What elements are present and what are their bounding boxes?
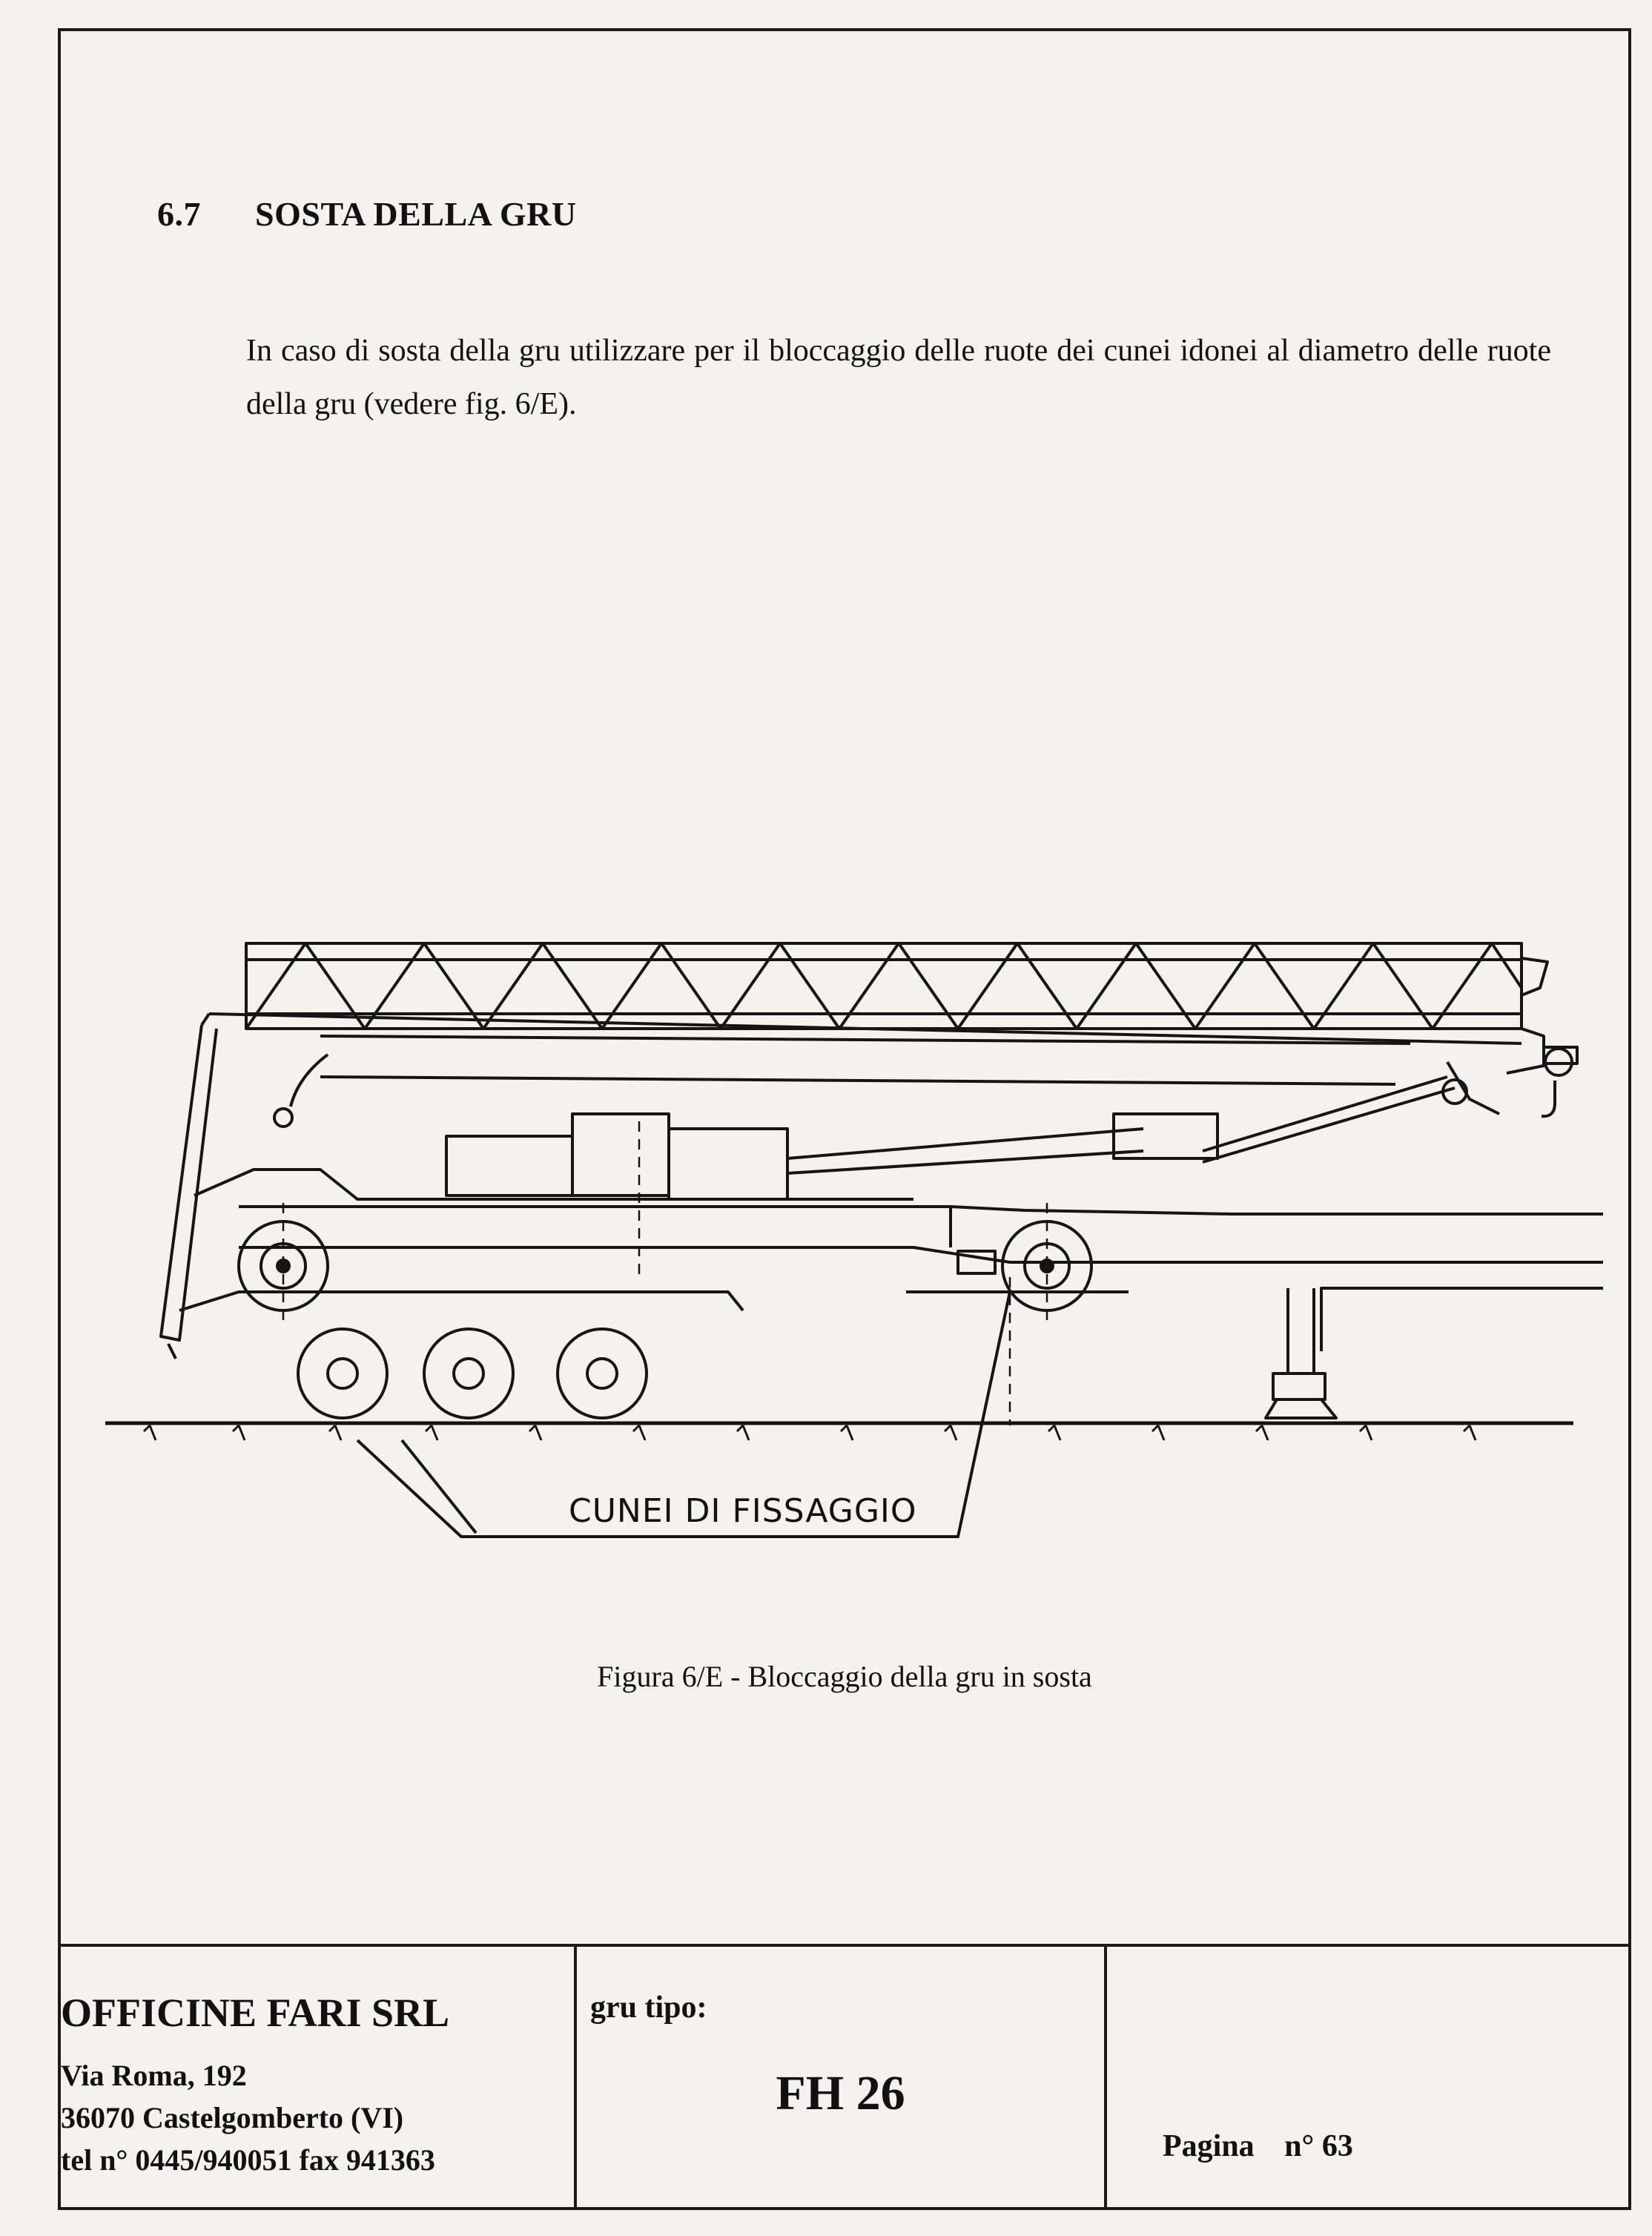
- boom-arm: [200, 1012, 1579, 1118]
- crane-drawing: CUNEI DI FISSAGGIO: [105, 942, 1603, 1538]
- ground-line: [105, 1421, 1573, 1441]
- page-number-value: 63: [1321, 2129, 1353, 2163]
- company-contacts: tel n° 0445/940051 fax 941363: [61, 2143, 435, 2177]
- page-frame: 6.7 SOSTA DELLA GRU In caso di sosta del…: [58, 28, 1631, 2210]
- centre-lines: [282, 1121, 1048, 1425]
- section-number: 6.7: [157, 195, 201, 233]
- wedge-callout: [356, 1291, 1011, 1538]
- crane-type-label: gru tipo:: [590, 1991, 707, 2025]
- page-number-label: n°: [1284, 2129, 1315, 2163]
- lattice-jib: [245, 942, 1549, 1030]
- company-city: 36070 Castelgomberto (VI): [61, 2101, 404, 2134]
- rear-strut: [273, 1053, 1500, 1164]
- footer-title-block: OFFICINE FARI SRL Via Roma, 192 36070 Ca…: [61, 1944, 1628, 2207]
- company-name: OFFICINE FARI SRL: [61, 1991, 450, 2035]
- section-heading: 6.7 SOSTA DELLA GRU: [157, 194, 577, 234]
- page-label: Pagina: [1163, 2129, 1255, 2163]
- figure-caption: Figura 6/E - Bloccaggio della gru in sos…: [597, 1660, 1092, 1693]
- crane-type-value: FH 26: [776, 2066, 905, 2120]
- footer-type-cell: gru tipo: FH 26: [577, 1947, 1107, 2207]
- section-title: SOSTA DELLA GRU: [255, 195, 577, 233]
- figure-label: CUNEI DI FISSAGGIO: [569, 1492, 917, 1530]
- stabiliser-leg: [1264, 1288, 1338, 1419]
- footer-page-cell: Pagina n° 63: [1107, 1947, 1628, 2207]
- body-paragraph: In caso di sosta della gru utilizzare pe…: [246, 334, 1551, 421]
- crane-figure: CUNEI DI FISSAGGIO: [90, 906, 1603, 1574]
- vehicle-chassis: [179, 1112, 1603, 1351]
- content-area: 6.7 SOSTA DELLA GRU In caso di sosta del…: [61, 31, 1628, 1948]
- footer-company-cell: OFFICINE FARI SRL Via Roma, 192 36070 Ca…: [61, 1947, 577, 2207]
- front-mast: [159, 1024, 218, 1359]
- company-address: Via Roma, 192: [61, 2059, 247, 2092]
- page-number: Pagina n° 63: [1163, 2128, 1353, 2164]
